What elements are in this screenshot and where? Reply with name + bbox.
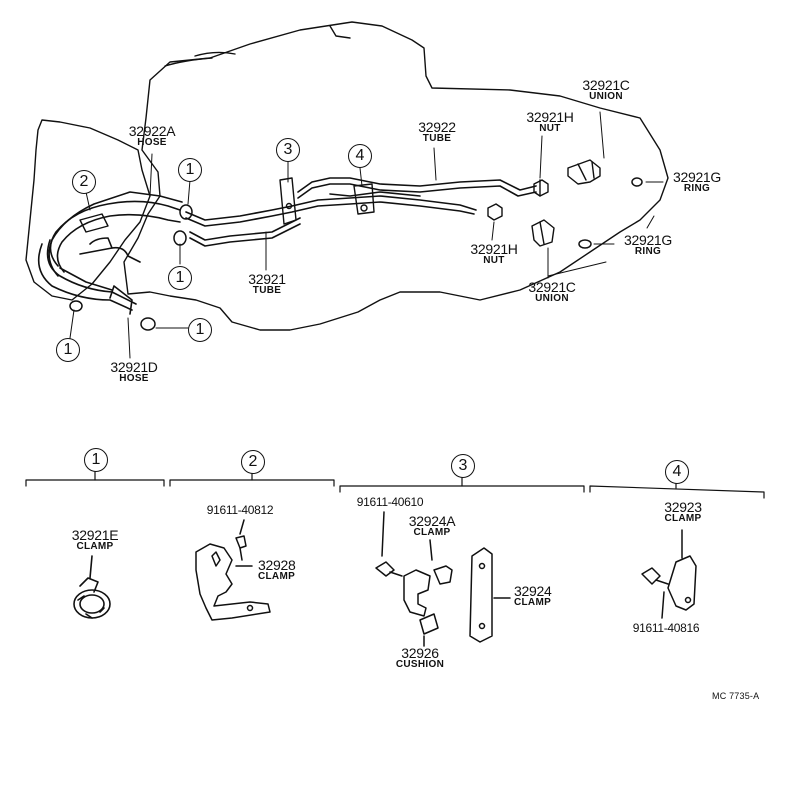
nut-32921H-top [533,179,549,197]
part-number: 32924 [514,583,552,599]
label-32921C-mid: 32921C UNION [528,279,576,304]
part-desc: UNION [535,293,569,304]
part-desc: NUT [539,123,561,134]
part-number: 32923 [664,499,702,515]
part-desc: TUBE [422,133,452,144]
label-32921: 32921 TUBE [248,271,286,296]
part-number: 32921G [672,169,722,185]
part-desc: RING [683,183,711,194]
tube-32922 [297,177,537,199]
label-32921C-top: 32921C UNION [582,77,630,102]
part-desc: CUSHION [395,659,445,670]
part-number: 32921 [248,271,286,287]
label-32922A: 32922A HOSE [128,123,176,148]
part-number: 32921G [623,232,673,248]
label-91611-40812: 91611-40812 [207,504,274,516]
hose-32922A [48,191,183,277]
part-desc: CLAMP [258,571,296,582]
part-number: 32926 [401,645,439,661]
section-3-header: 3 [451,454,475,478]
ring-32921G-mid [578,239,592,249]
part-number: 91611-40610 [356,495,424,509]
label-32928: 32928 CLAMP [258,557,296,582]
hose-clamp-2 [79,213,109,233]
callout-1-a: 1 [178,158,202,182]
callout-4: 4 [348,144,372,168]
part-number: 91611-40816 [632,621,700,635]
label-91611-40816: 91611-40816 [633,622,700,634]
part-number: 32924A [408,513,456,529]
section-dividers [25,471,765,499]
hose-32921D [37,239,137,315]
part-number: 91611-40812 [206,503,274,517]
clamp-32928-drawing [195,519,271,621]
clamp-32923-drawing [641,529,697,619]
part-number: 32921C [582,77,630,93]
part-desc: UNION [589,91,623,102]
part-number: 32928 [258,557,296,573]
clamp-32924-drawing [469,547,511,643]
union-32921C-mid [531,219,555,247]
part-desc: HOSE [137,137,167,148]
part-number: 32922 [418,119,456,135]
nut-32921H-mid [487,203,503,221]
callout-1-d: 1 [56,338,80,362]
engine-outline [25,21,669,331]
ring-32921G-top [631,177,643,187]
part-number: 32921D [110,359,158,375]
tube-clamp-4 [353,183,375,215]
label-32921D: 32921D HOSE [110,359,158,384]
label-32921H-top: 32921H NUT [526,109,574,134]
part-number: 32921H [526,109,574,125]
part-desc: CLAMP [413,527,451,538]
label-91611-40610: 91611-40610 [357,496,424,508]
label-32923: 32923 CLAMP [664,499,702,524]
tube-clamp-3 [279,177,297,225]
tube-32921 [185,195,477,247]
part-number: 32922A [128,123,176,139]
callout-2: 2 [72,170,96,194]
label-32921G-mid: 32921G RING [624,233,672,257]
callout-3: 3 [276,138,300,162]
label-32921G-top: 32921G RING [673,170,721,194]
part-number: 32921H [470,241,518,257]
drawing-code: MC 7735-A [712,691,760,701]
part-number: 32921C [528,279,576,295]
callout-1-c: 1 [188,318,212,342]
section-4-header: 4 [665,460,689,484]
union-32921C-top [567,159,601,185]
clamp-32921E-drawing [73,555,111,619]
leader-lines-top [69,111,664,359]
label-32924: 32924 CLAMP [514,583,552,608]
callout-1-b: 1 [168,266,192,290]
part-desc: HOSE [119,373,149,384]
cushion-32926-drawing [419,613,439,647]
label-32926: 32926 CUSHION [396,646,444,670]
section-2-header: 2 [241,450,265,474]
part-desc: NUT [483,255,505,266]
label-32921H-mid: 32921H NUT [470,241,518,266]
part-desc: CLAMP [514,597,552,608]
part-desc: CLAMP [76,541,114,552]
label-32921E: 32921E CLAMP [71,527,119,552]
part-number: 32921E [71,527,119,543]
clamp-32924A-drawing [375,511,453,617]
section-1-header: 1 [84,448,108,472]
part-desc: RING [634,246,662,257]
label-32924A: 32924A CLAMP [408,513,456,538]
part-desc: TUBE [252,285,282,296]
part-desc: CLAMP [664,513,702,524]
label-32922: 32922 TUBE [418,119,456,144]
